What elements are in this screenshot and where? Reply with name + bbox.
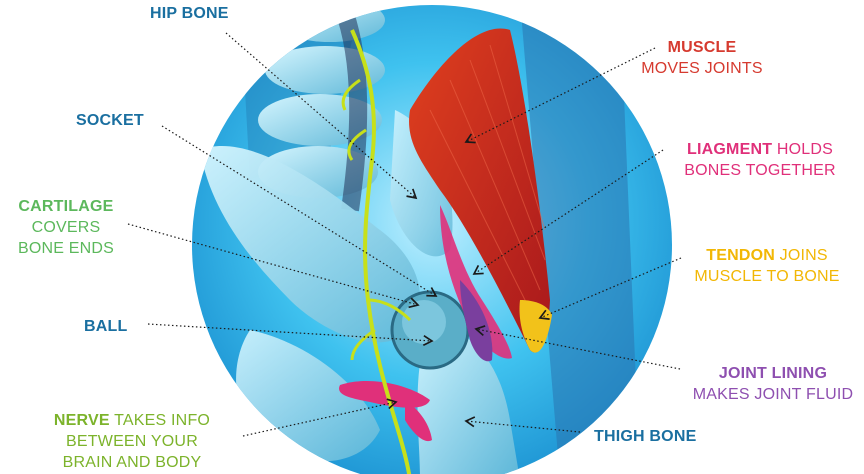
ligament-rest: HOLDS (772, 141, 833, 158)
label-cartilage: CARTILAGE COVERS BONE ENDS (6, 196, 126, 259)
muscle-title: MUSCLE (668, 39, 737, 56)
nerve-title: NERVE (54, 412, 110, 429)
label-joint-lining: JOINT LINING MAKES JOINT FLUID (684, 363, 862, 405)
nerve-line3: BRAIN AND BODY (24, 452, 240, 473)
ligament-line2: BONES TOGETHER (660, 160, 860, 181)
tendon-line2: MUSCLE TO BONE (672, 266, 862, 287)
joint-lining-title: JOINT LINING (719, 365, 827, 382)
cartilage-line2: COVERS (6, 217, 126, 238)
label-thigh-bone: THIGH BONE (594, 426, 696, 447)
joint-lining-line2: MAKES JOINT FLUID (684, 384, 862, 405)
ligament-title: LIAGMENT (687, 141, 772, 158)
tendon-rest: JOINS (775, 247, 828, 264)
socket-title: SOCKET (76, 112, 144, 129)
ball-title: BALL (84, 318, 127, 335)
cartilage-title: CARTILAGE (18, 198, 113, 215)
hip-bone-title: HIP BONE (150, 5, 229, 22)
label-socket: SOCKET (76, 110, 144, 131)
tendon-title: TENDON (706, 247, 775, 264)
label-ligament: LIAGMENT HOLDS BONES TOGETHER (660, 139, 860, 181)
nerve-line2: BETWEEN YOUR (24, 431, 240, 452)
muscle-line2: MOVES JOINTS (612, 58, 792, 79)
label-muscle: MUSCLE MOVES JOINTS (612, 37, 792, 79)
label-hip-bone: HIP BONE (150, 3, 229, 24)
nerve-rest: TAKES INFO (110, 412, 210, 429)
cartilage-line3: BONE ENDS (6, 238, 126, 259)
label-ball: BALL (84, 316, 127, 337)
thigh-bone-title: THIGH BONE (594, 428, 696, 445)
label-nerve: NERVE TAKES INFO BETWEEN YOUR BRAIN AND … (24, 410, 240, 473)
label-tendon: TENDON JOINS MUSCLE TO BONE (672, 245, 862, 287)
